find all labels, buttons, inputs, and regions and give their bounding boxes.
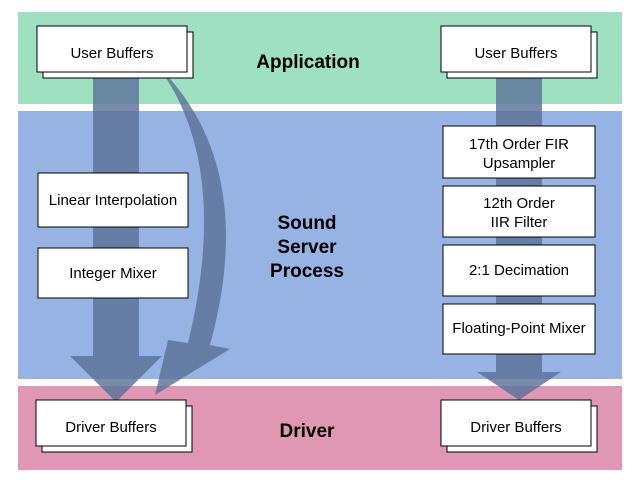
sound-server-label-line3: Process xyxy=(270,261,344,282)
decimation-label: 2:1 Decimation xyxy=(469,262,569,279)
decimation-box: 2:1 Decimation xyxy=(442,244,596,297)
fir-upsampler-label-line1: 17th Order FIR xyxy=(469,136,569,153)
right-user-buffers-label: User Buffers xyxy=(474,45,557,62)
right-driver-buffers-box: Driver Buffers xyxy=(440,399,598,453)
linear-interpolation-box: Linear Interpolation xyxy=(37,172,189,228)
right-driver-buffers-label: Driver Buffers xyxy=(470,419,561,436)
left-driver-buffers-box: Driver Buffers xyxy=(35,399,193,453)
floating-point-mixer-label: Floating-Point Mixer xyxy=(452,320,585,337)
iir-filter-box: 12th Order IIR Filter xyxy=(442,185,596,238)
sound-server-label-line1: Sound xyxy=(277,213,336,234)
left-user-buffers-box: User Buffers xyxy=(36,25,194,79)
iir-filter-label-line1: 12th Order xyxy=(483,195,555,212)
integer-mixer-box: Integer Mixer xyxy=(37,247,189,299)
driver-layer-label: Driver xyxy=(280,421,336,442)
iir-filter-label-line2: IIR Filter xyxy=(491,214,548,231)
right-user-buffers-box: User Buffers xyxy=(440,25,598,79)
sound-server-label-line2: Server xyxy=(277,237,337,258)
left-driver-buffers-label: Driver Buffers xyxy=(65,419,156,436)
floating-point-mixer-box: Floating-Point Mixer xyxy=(442,303,596,355)
bypass-curved-arrow xyxy=(155,70,230,395)
integer-mixer-label: Integer Mixer xyxy=(69,265,157,282)
left-user-buffers-label: User Buffers xyxy=(70,45,153,62)
fir-upsampler-box: 17th Order FIR Upsampler xyxy=(442,125,596,179)
linear-interpolation-label: Linear Interpolation xyxy=(49,192,177,209)
fir-upsampler-label-line2: Upsampler xyxy=(483,155,556,172)
application-layer-label: Application xyxy=(256,52,359,73)
